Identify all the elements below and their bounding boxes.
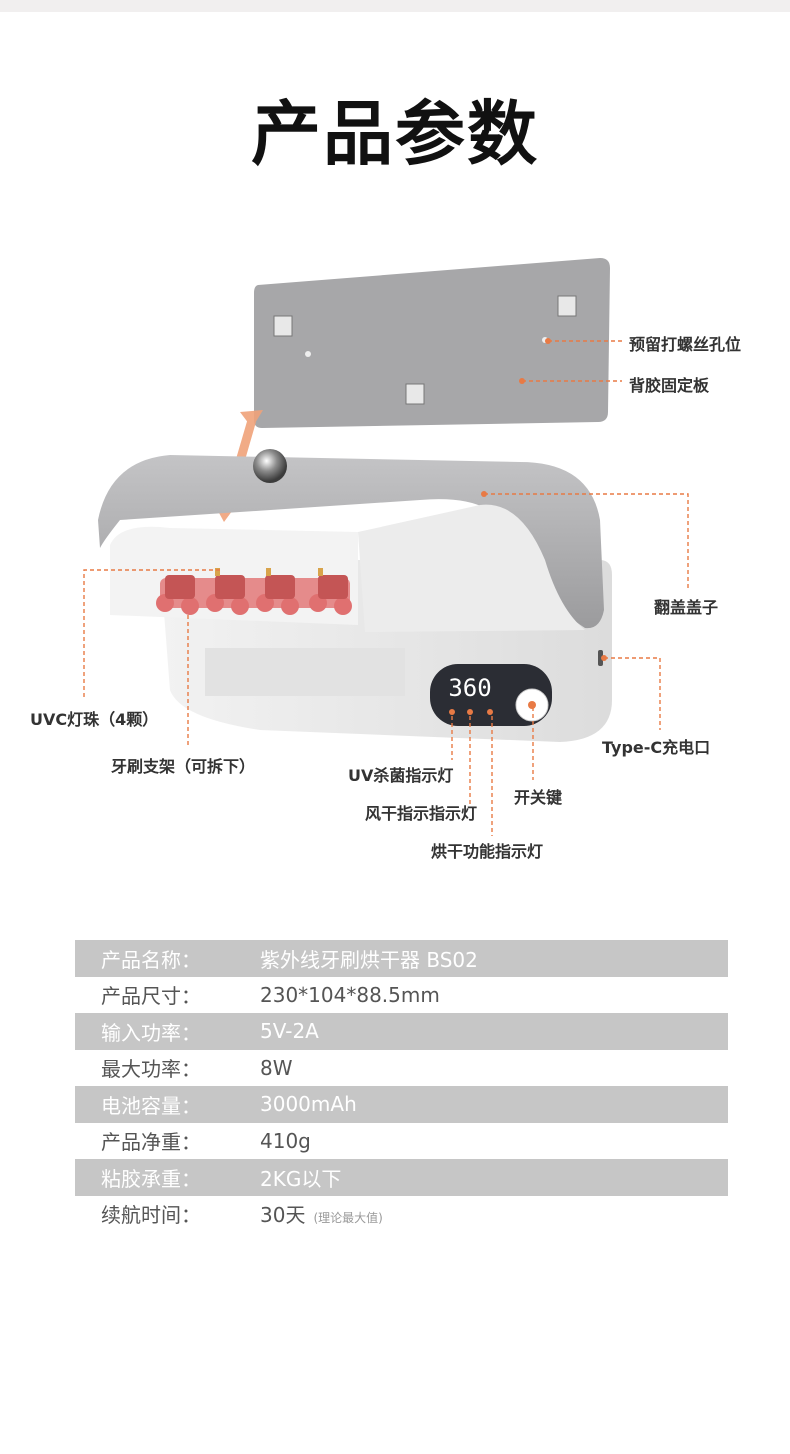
- spec-value: 8W: [260, 1055, 293, 1080]
- callout-type-c: Type-C充电口: [602, 738, 711, 757]
- page-title: 产品参数: [251, 93, 539, 175]
- callout-dry-indicator: 烘干功能指示灯: [431, 842, 544, 861]
- product-diagram: 360: [83, 258, 689, 836]
- spec-label: 粘胶承重：: [101, 1166, 201, 1191]
- spec-value: 5V-2A: [260, 1019, 319, 1044]
- spec-row: 电池容量： 3000mAh: [75, 1086, 728, 1123]
- uvc-bead: [215, 568, 323, 576]
- spec-label: 电池容量：: [101, 1093, 201, 1118]
- toothbrush-holder: [156, 575, 352, 615]
- spec-value: 410g: [260, 1128, 311, 1153]
- spec-value: 30天: [260, 1203, 306, 1228]
- callout-screw-hole: 预留打螺丝孔位: [629, 335, 742, 354]
- plate-slot: [405, 383, 425, 405]
- callout-holder: 牙刷支架（可拆下）: [111, 757, 256, 776]
- uv-indicator-light: [449, 709, 455, 715]
- spec-value: 3000mAh: [260, 1092, 357, 1117]
- spec-note: (理论最大值): [313, 1211, 383, 1226]
- spec-row: 最大功率： 8W: [75, 1049, 728, 1086]
- callout-power-key: 开关键: [514, 788, 563, 807]
- spec-row: 输入功率： 5V-2A: [75, 1013, 728, 1050]
- display-readout: 360: [448, 674, 491, 702]
- back-plate: [254, 258, 610, 428]
- screw-hole: [305, 351, 311, 357]
- spec-row: 续航时间： 30天 (理论最大值): [75, 1195, 728, 1232]
- flip-cover: [98, 455, 604, 629]
- spec-label: 最大功率：: [101, 1057, 201, 1082]
- vent-grille: [205, 648, 405, 696]
- type-c-port: [598, 650, 603, 666]
- spec-label: 输入功率：: [101, 1020, 201, 1045]
- spec-label: 产品名称：: [101, 947, 201, 972]
- callout-back-plate: 背胶固定板: [629, 376, 710, 395]
- spec-label: 产品净重：: [101, 1130, 201, 1155]
- spec-label: 产品尺寸：: [101, 984, 201, 1009]
- spec-row: 产品净重： 410g: [75, 1122, 728, 1159]
- spec-value: 230*104*88.5mm: [260, 982, 440, 1007]
- dry-indicator-light: [487, 709, 493, 715]
- air-indicator-light: [467, 709, 473, 715]
- ball-knob: [253, 449, 287, 483]
- callout-uv-indicator: UV杀菌指示灯: [348, 766, 454, 785]
- callout-air-indicator: 风干指示指示灯: [365, 804, 478, 823]
- callout-flip-cover: 翻盖盖子: [654, 598, 719, 617]
- spec-table: 产品名称： 紫外线牙刷烘干器 BS02 产品尺寸： 230*104*88.5mm…: [75, 940, 728, 1232]
- plate-slot: [557, 295, 577, 317]
- top-strip: [0, 0, 790, 12]
- spec-row: 产品名称： 紫外线牙刷烘干器 BS02: [75, 940, 728, 977]
- cover-front: [358, 504, 585, 632]
- callout-uvc-beads: UVC灯珠（4颗）: [30, 710, 159, 729]
- spec-row: 粘胶承重： 2KG以下: [75, 1159, 728, 1196]
- spec-value: 2KG以下: [260, 1166, 342, 1191]
- spec-value-wrap: 30天 (理论最大值): [260, 1199, 728, 1228]
- plate-slot: [273, 315, 293, 337]
- spec-row: 产品尺寸： 230*104*88.5mm: [75, 976, 728, 1013]
- spec-label: 续航时间：: [101, 1203, 201, 1228]
- spec-value: 紫外线牙刷烘干器 BS02: [260, 947, 478, 972]
